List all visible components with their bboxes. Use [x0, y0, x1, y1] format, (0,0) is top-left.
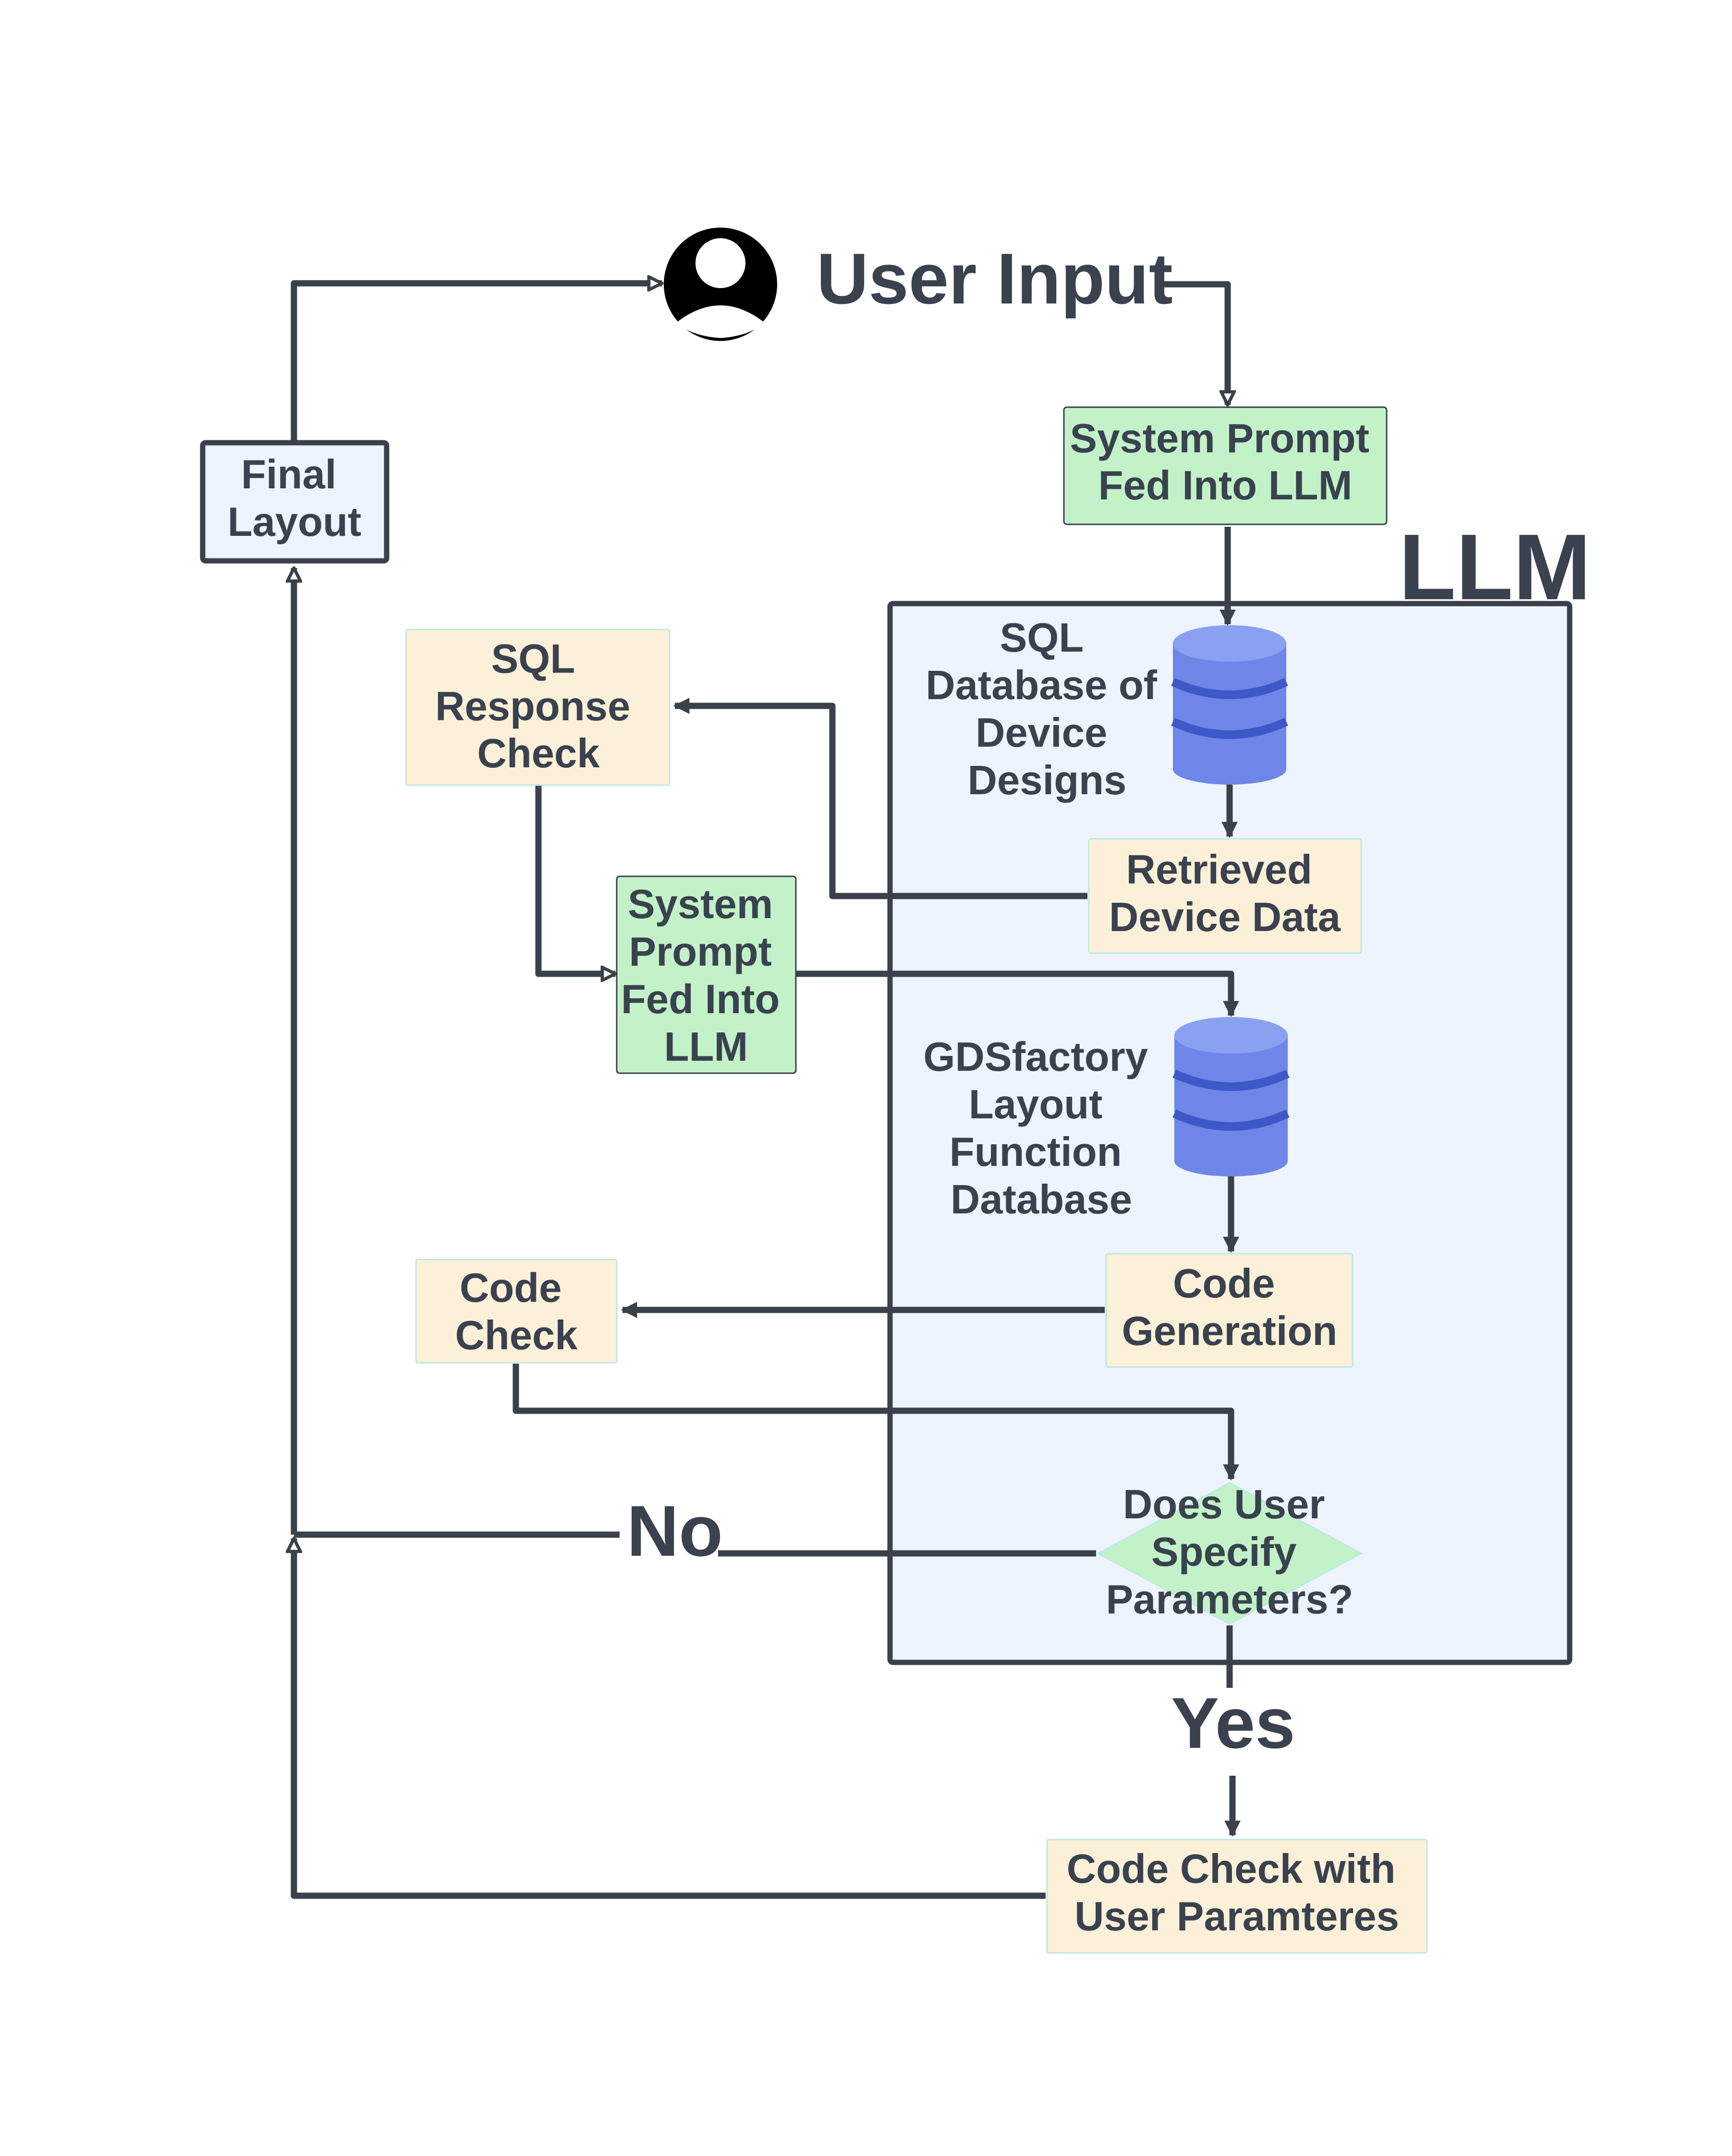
system-prompt-mid-box: [616, 875, 797, 1074]
no-edge-label: No: [627, 1490, 723, 1571]
code-check-text: Code Check: [455, 1265, 578, 1358]
system-prompt-mid-line2: Prompt: [629, 929, 772, 975]
connectors: [291, 281, 1241, 1899]
user-input-label: User Input: [817, 238, 1173, 319]
user-avatar-icon: [664, 228, 777, 341]
decision-text: Does User Specify Parameters?: [1106, 1482, 1353, 1623]
code-check-user-params-text: Code Check with User Paramteres: [1067, 1846, 1407, 1939]
sql-response-check-node[interactable]: SQL Response Check: [405, 629, 671, 786]
code-check-user-params-line1: Code Check with: [1067, 1846, 1396, 1892]
system-prompt-top-node[interactable]: System Prompt Fed Into LLM: [1063, 406, 1388, 525]
code-check-line2: Check: [455, 1313, 578, 1358]
final-layout-line2: Layout: [228, 499, 362, 545]
sql-response-check-line3: Check: [477, 731, 600, 776]
system-prompt-mid-text: System Prompt Fed Into LLM: [621, 882, 791, 1070]
sql-database-label: SQL Database of Device Designs: [926, 615, 1168, 803]
code-check-user-params-box: [1046, 1839, 1428, 1954]
code-generation-box: [1105, 1253, 1354, 1368]
code-check-user-params-line2: User Paramteres: [1074, 1894, 1399, 1939]
edge-final-layout-to-user: [291, 283, 662, 443]
system-prompt-mid-node[interactable]: System Prompt Fed Into LLM: [616, 875, 797, 1074]
code-generation-line1: Code: [1173, 1261, 1275, 1307]
gdsfactory-line2: Layout: [969, 1082, 1103, 1127]
edge-sql-check-to-system-prompt: [535, 785, 615, 974]
database-icon: [1172, 1017, 1290, 1176]
user-input-node[interactable]: User Input: [664, 228, 1173, 341]
retrieved-device-data-line2: Device Data: [1109, 895, 1341, 940]
decision-diamond: [1096, 1482, 1363, 1625]
database-icon: [1171, 625, 1288, 785]
sql-database-line4: Designs: [968, 758, 1127, 803]
system-prompt-top-box: [1063, 406, 1388, 525]
sql-response-check-line2: Response: [435, 684, 630, 729]
code-check-user-params-node[interactable]: Code Check with User Paramteres: [1046, 1839, 1428, 1954]
system-prompt-mid-line3: Fed Into: [621, 977, 780, 1022]
yes-edge-label: Yes: [1171, 1683, 1295, 1763]
decision-line2: Specify: [1151, 1529, 1296, 1575]
edge-system-prompt-to-gds-db: [796, 970, 1239, 1017]
gdsfactory-line4: Database: [951, 1177, 1132, 1223]
llm-container-label: LLM: [1399, 515, 1591, 619]
gdsfactory-database-label: GDSfactory Layout Function Database: [923, 1034, 1159, 1223]
system-prompt-top-line2: Fed Into LLM: [1098, 463, 1353, 509]
sql-database-line3: Device: [976, 710, 1107, 756]
final-layout-node[interactable]: Final Layout: [200, 440, 390, 564]
retrieved-device-data-box: [1088, 838, 1362, 954]
final-layout-box: [200, 440, 390, 564]
code-generation-line2: Generation: [1122, 1308, 1338, 1354]
decision-line3: Parameters?: [1106, 1577, 1353, 1623]
code-generation-node[interactable]: Code Generation: [1105, 1253, 1354, 1368]
decision-line1: Does User: [1123, 1482, 1325, 1527]
gdsfactory-line1: GDSfactory: [923, 1034, 1148, 1080]
system-prompt-mid-line1: System: [628, 882, 773, 927]
sql-database-line1: SQL: [1000, 615, 1083, 661]
sql-database-line2: Database of: [926, 663, 1158, 708]
edge-code-check-params-to-loop: [294, 1538, 1046, 1899]
retrieved-device-data-node[interactable]: Retrieved Device Data: [1088, 838, 1362, 954]
code-check-line1: Code: [460, 1265, 562, 1311]
system-prompt-top-text: System Prompt Fed Into LLM: [1070, 416, 1380, 509]
edge-user-input-to-system-prompt: [1162, 281, 1228, 405]
retrieved-device-data-text: Retrieved Device Data: [1109, 847, 1341, 940]
system-prompt-top-line1: System Prompt: [1070, 416, 1369, 461]
code-check-node[interactable]: Code Check: [415, 1259, 618, 1364]
edge-retrieved-data-to-sql-check: [673, 698, 1087, 899]
system-prompt-mid-line4: LLM: [664, 1024, 748, 1070]
decision-node[interactable]: Does User Specify Parameters?: [1096, 1482, 1363, 1625]
final-layout-line1: Final: [241, 452, 336, 497]
retrieved-device-data-line1: Retrieved: [1126, 847, 1312, 893]
code-check-box: [415, 1259, 618, 1364]
sql-response-check-box: [405, 629, 671, 786]
gdsfactory-line3: Function: [950, 1129, 1122, 1175]
sql-response-check-line1: SQL: [491, 636, 574, 682]
code-generation-text: Code Generation: [1122, 1261, 1338, 1354]
final-layout-text: Final Layout: [228, 452, 362, 545]
sql-response-check-text: SQL Response Check: [435, 636, 642, 776]
edge-code-check-to-decision: [512, 1364, 1239, 1481]
